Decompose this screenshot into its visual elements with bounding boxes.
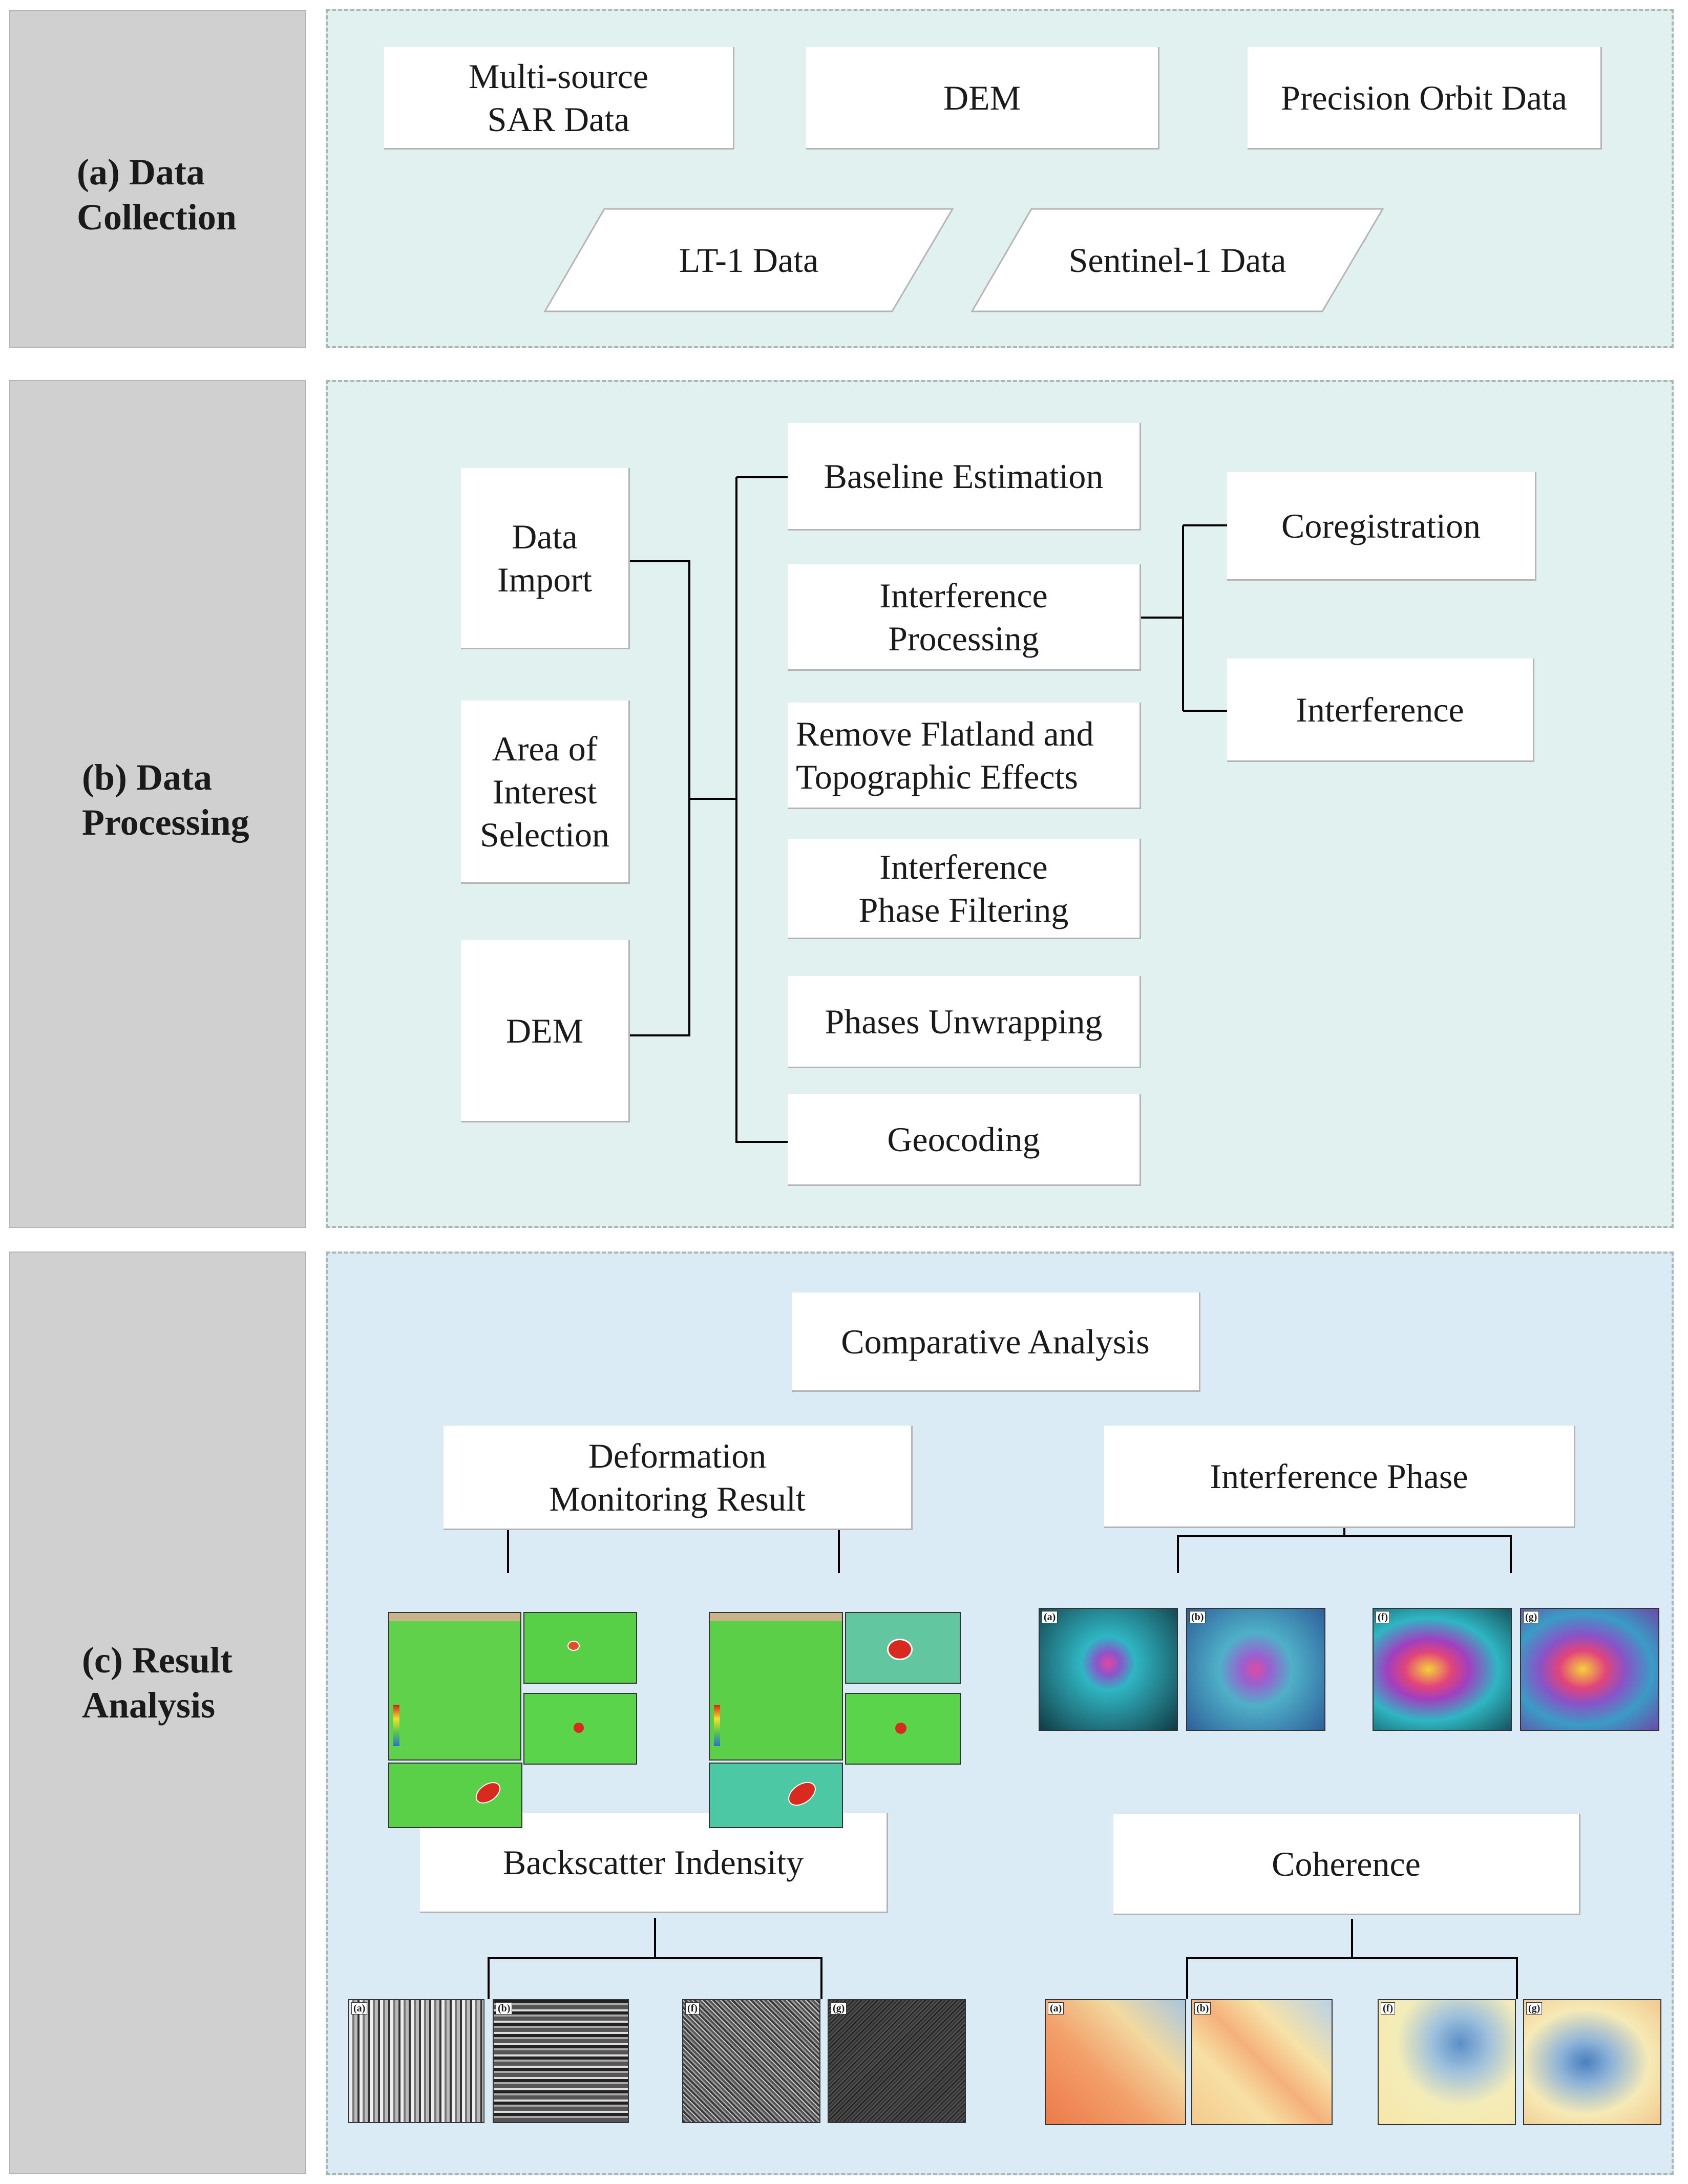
coherence-thumb-a: (a) [1045, 1999, 1186, 2125]
backscatter-tag-b: (b) [496, 2002, 513, 2015]
deformation-map-right-edge [710, 1613, 842, 1621]
lt1-parallelogram [544, 208, 954, 312]
aoi-selection-box: Area of Interest Selection [461, 701, 630, 884]
deformation-map-left-c [388, 1763, 522, 1828]
coherence-tag-a: (a) [1048, 2002, 1064, 2015]
phase-filtering-box: Interference Phase Filtering [788, 839, 1141, 939]
phase-tag-b: (b) [1189, 1611, 1206, 1623]
section-collection-bar: (a) Data Collection [9, 10, 306, 348]
deformation-map-right-overview [709, 1612, 843, 1761]
backscatter-thumb-a: (a) [348, 1999, 484, 2123]
comparative-analysis-box: Comparative Analysis [792, 1292, 1200, 1392]
interference-processing-box: Interference Processing [788, 564, 1141, 671]
backscatter-intensity-box: Backscatter Indensity [420, 1813, 888, 1913]
interference-box: Interference [1227, 659, 1534, 762]
coherence-tag-g: (g) [1526, 2002, 1543, 2015]
processing-panel: Data Import Area of Interest Selection D… [326, 380, 1674, 1228]
phase-tag-g: (g) [1523, 1611, 1539, 1623]
deformation-spot [574, 1723, 584, 1733]
deformation-map-right-d [845, 1693, 961, 1765]
multi-source-sar-box: Multi-source SAR Data [384, 47, 734, 150]
data-import-box: Data Import [461, 468, 630, 649]
phase-thumb-a: (a) [1039, 1608, 1178, 1731]
lt1-data-box: LT-1 Data [544, 208, 954, 312]
phase-thumb-g: (g) [1520, 1608, 1659, 1731]
section-collection-label: (a) Data Collection [77, 152, 237, 238]
deformation-map-left-d [523, 1693, 637, 1765]
sentinel-parallelogram [971, 208, 1384, 312]
phase-thumb-b: (b) [1186, 1608, 1325, 1731]
backscatter-thumb-g: (g) [828, 1999, 966, 2123]
section-processing-bar: (b) Data Processing [9, 380, 306, 1228]
deformation-spot [784, 1777, 820, 1811]
lt1-data-label: LT-1 Data [679, 240, 819, 280]
processing-dem-box: DEM [461, 940, 630, 1122]
phase-unwrapping-box: Phases Unwrapping [788, 976, 1141, 1068]
coherence-thumb-g: (g) [1523, 1999, 1661, 2125]
deformation-spot [472, 1777, 504, 1808]
deformation-spot [567, 1641, 580, 1651]
backscatter-tag-a: (a) [351, 2002, 368, 2015]
deformation-map-right-c [709, 1763, 843, 1828]
deformation-map-left-overview [388, 1612, 521, 1761]
remove-flatland-box: Remove Flatland and Topographic Effects [788, 703, 1141, 809]
sentinel-data-box: Sentinel-1 Data [971, 208, 1384, 312]
coherence-thumb-f: (f) [1378, 1999, 1516, 2125]
deformation-spot [895, 1723, 906, 1734]
interference-phase-box: Interference Phase [1104, 1426, 1575, 1528]
coherence-tag-f: (f) [1381, 2002, 1395, 2015]
baseline-estimation-box: Baseline Estimation [788, 423, 1141, 531]
backscatter-thumb-b: (b) [493, 1999, 629, 2123]
backscatter-tag-g: (g) [831, 2002, 847, 2015]
deformation-result-box: Deformation Monitoring Result [444, 1426, 913, 1530]
deformation-map-left-edge [389, 1613, 520, 1621]
phase-tag-a: (a) [1042, 1611, 1058, 1623]
collection-dem-box: DEM [806, 47, 1159, 150]
analysis-panel: Comparative Analysis Deformation Monitor… [326, 1252, 1674, 2175]
deformation-map-right-b [845, 1612, 961, 1684]
deformation-legend [393, 1705, 399, 1746]
coherence-box: Coherence [1113, 1814, 1580, 1915]
collection-panel: Multi-source SAR Data DEM Precision Orbi… [326, 9, 1674, 348]
section-analysis-label: (c) Result Analysis [82, 1640, 233, 1726]
backscatter-thumb-f: (f) [682, 1999, 820, 2123]
section-analysis-bar: (c) Result Analysis [9, 1252, 306, 2174]
phase-tag-f: (f) [1376, 1611, 1390, 1623]
coherence-thumb-b: (b) [1191, 1999, 1333, 2125]
phase-thumb-f: (f) [1373, 1608, 1512, 1731]
deformation-spot [887, 1639, 913, 1660]
sentinel-data-label: Sentinel-1 Data [1068, 240, 1286, 280]
coherence-tag-b: (b) [1194, 2002, 1211, 2015]
backscatter-tag-f: (f) [685, 2002, 700, 2015]
geocoding-box: Geocoding [788, 1094, 1141, 1186]
deformation-map-left-b [523, 1612, 637, 1684]
coregistration-box: Coregistration [1227, 472, 1536, 581]
precision-orbit-box: Precision Orbit Data [1248, 47, 1602, 150]
section-processing-label: (b) Data Processing [82, 757, 249, 843]
deformation-legend [714, 1705, 720, 1746]
